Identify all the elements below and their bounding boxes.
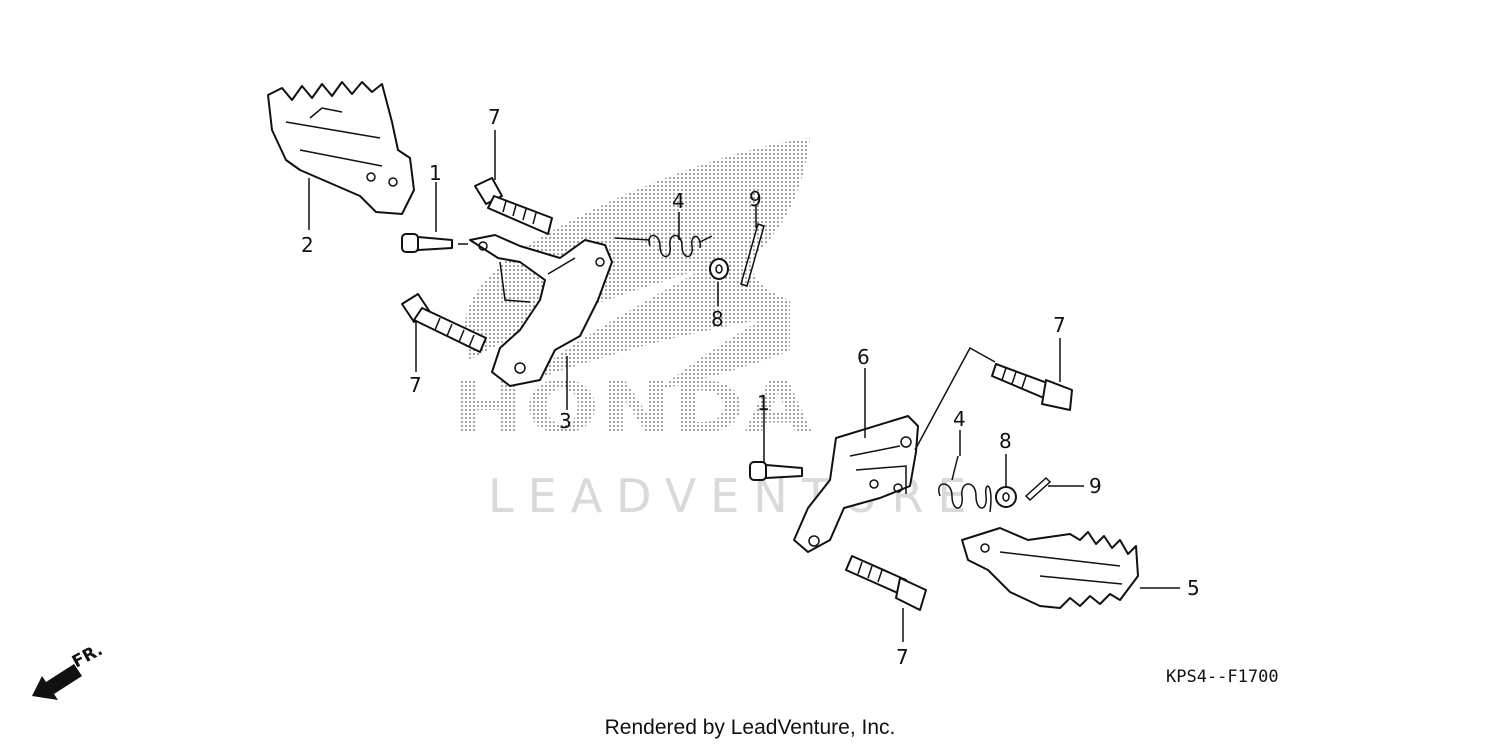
leader-lines (308, 130, 1180, 642)
bolt-right-upper[interactable] (991, 363, 1073, 411)
cotter-pin-left[interactable] (740, 223, 765, 287)
arrow-icon (32, 664, 82, 700)
callout-9: 9 (749, 187, 762, 211)
clevis-pin-right[interactable] (749, 461, 803, 481)
callout-3: 3 (559, 409, 572, 433)
cotter-pin-right[interactable] (1024, 476, 1052, 502)
callout-7: 7 (409, 373, 422, 397)
spring-right[interactable] (938, 455, 992, 513)
credit-line: Rendered by LeadVenture, Inc. (604, 716, 896, 739)
callout-1: 1 (429, 161, 442, 185)
washer-left[interactable] (709, 258, 729, 280)
front-direction-indicator: FR. (32, 640, 106, 700)
callout-7: 7 (488, 105, 501, 129)
bolt-right-lower[interactable] (845, 555, 927, 611)
washer-right[interactable] (995, 486, 1017, 508)
bolt-left-lower[interactable] (401, 293, 487, 353)
callout-6: 6 (857, 345, 870, 369)
callout-4: 4 (953, 407, 966, 431)
callout-8: 8 (999, 429, 1012, 453)
honda-wing-watermark (464, 138, 810, 390)
bolt-left-upper[interactable] (474, 177, 553, 235)
callout-8: 8 (711, 307, 724, 331)
diagram-code: KPS4--F1700 (1166, 667, 1279, 687)
spring-left[interactable] (614, 234, 713, 258)
callout-7: 7 (1053, 313, 1066, 337)
bracket-right[interactable] (793, 415, 919, 553)
footpeg-right[interactable] (961, 527, 1139, 609)
bracket-left[interactable] (469, 234, 613, 387)
callout-1: 1 (757, 391, 770, 415)
clevis-pin-left[interactable] (401, 233, 468, 253)
callout-5: 5 (1187, 576, 1200, 600)
callout-9: 9 (1089, 474, 1102, 498)
callout-2: 2 (301, 233, 314, 257)
footpeg-left[interactable] (267, 81, 415, 215)
callout-4: 4 (672, 189, 685, 213)
callout-7: 7 (896, 645, 909, 669)
